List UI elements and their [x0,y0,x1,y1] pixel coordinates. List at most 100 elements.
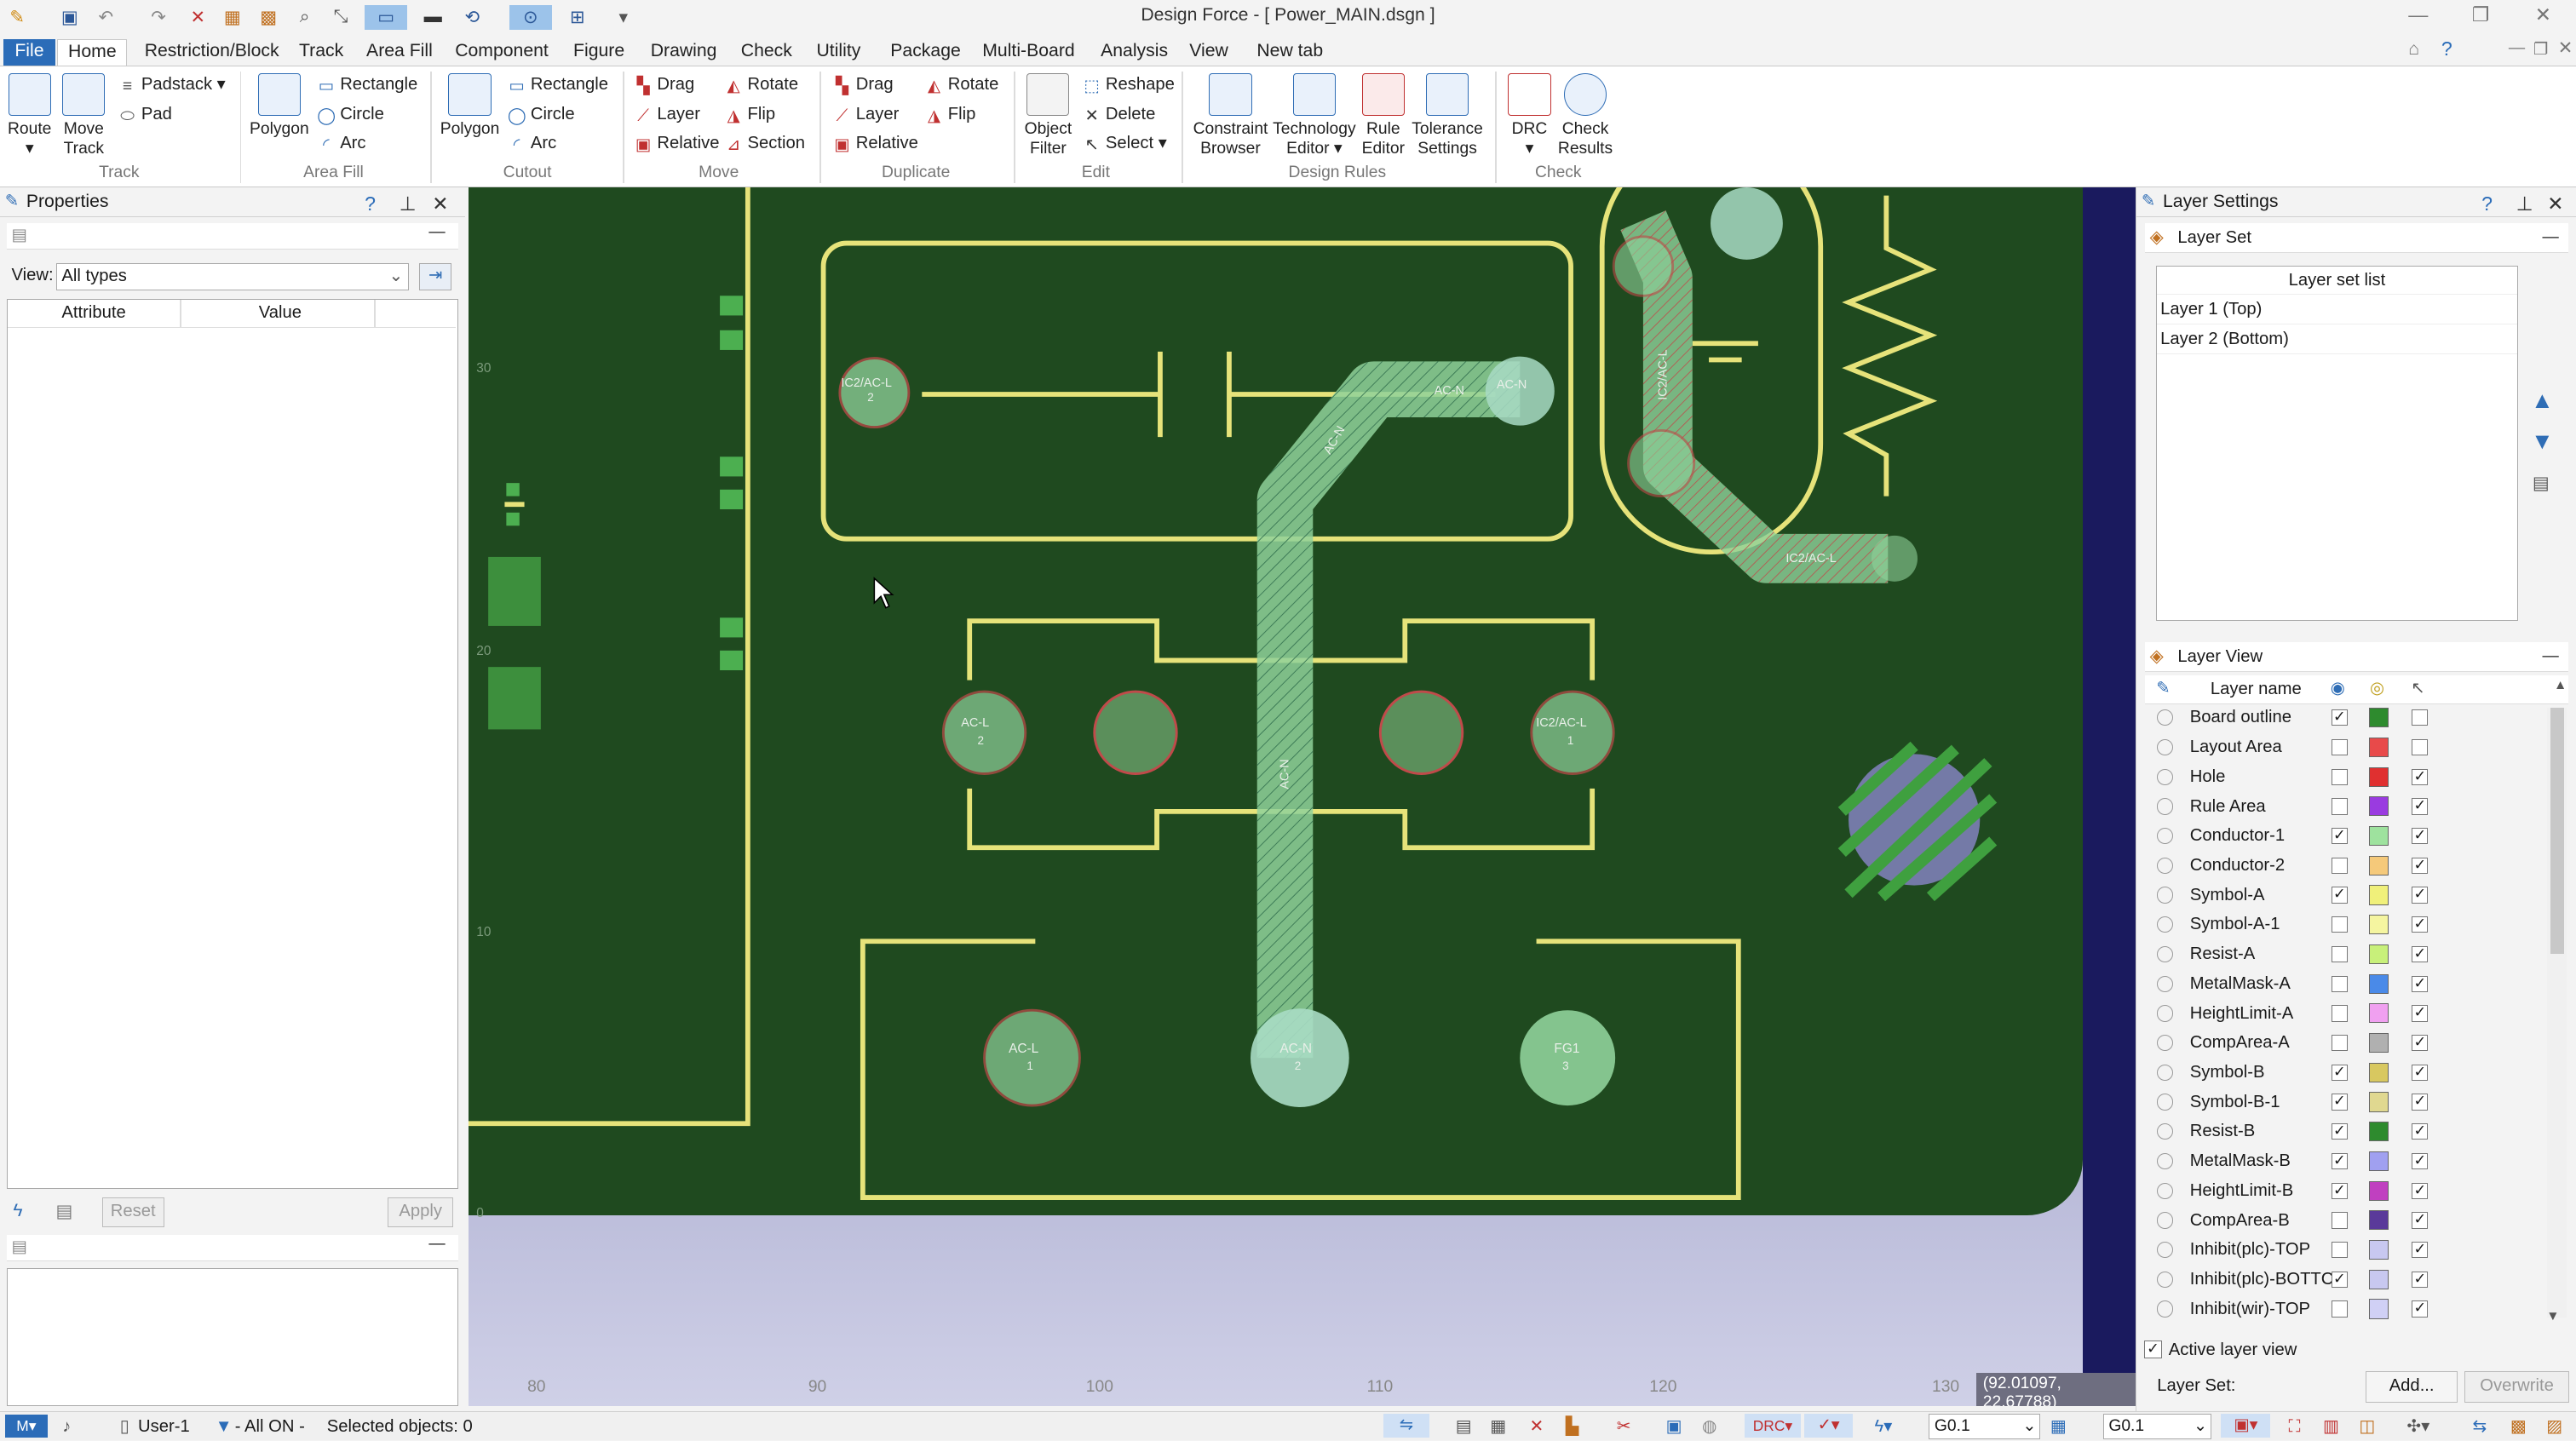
active-layer-radio[interactable] [2157,738,2174,756]
layer-visibility-checkbox[interactable]: ✓ [2331,1271,2348,1288]
layer-selectable-checkbox[interactable]: ✓ [2412,1182,2429,1199]
drc-button[interactable]: DRC▾ [1504,72,1556,158]
layer-visibility-checkbox[interactable]: ✓ [2331,1152,2348,1170]
layer-row[interactable]: Resist-B✓✓ [2146,1117,2550,1146]
layer-pin-icon[interactable]: ⊥ [2516,192,2533,215]
customize-icon[interactable]: ▾ [618,7,629,27]
layer-visibility-checkbox[interactable] [2331,1005,2348,1022]
tab-track[interactable]: Track [298,41,344,61]
status-tool-icon[interactable]: ▦ [1490,1416,1507,1436]
view-mode-icon[interactable]: ▣▾ [2221,1413,2271,1438]
zoom-area-icon[interactable]: ▩ [260,7,278,27]
undo-icon[interactable]: ↶ [98,7,114,27]
tab-component[interactable]: Component [455,41,549,61]
area-fill-polygon-button[interactable]: Polygon [246,72,312,139]
layer-color-swatch[interactable] [2368,737,2389,758]
object-filter-button[interactable]: Object Filter [1021,72,1077,158]
delete-button[interactable]: ✕Delete [1083,101,1155,128]
pan-icon[interactable]: ⤡ [333,7,348,27]
move-layer-button[interactable]: ⟋Layer [634,101,700,128]
active-layer-radio[interactable] [2157,975,2174,992]
layer-row[interactable]: Symbol-A✓✓ [2146,881,2550,910]
check-status-icon[interactable]: ✓▾ [1803,1413,1854,1438]
mode-indicator-icon[interactable]: M▾ [4,1415,48,1438]
active-layer-radio[interactable] [2157,1182,2174,1199]
layer-visibility-checkbox[interactable] [2331,916,2348,933]
move-flip-button[interactable]: ◮Flip [724,101,775,128]
layer-set-item[interactable]: Layer 1 (Top) [2157,295,2517,324]
layer-visibility-checkbox[interactable]: ✓ [2331,1094,2348,1111]
lightning-status-icon[interactable]: ϟ▾ [1874,1416,1893,1436]
second-panel-minimize-icon[interactable]: — [428,1235,446,1254]
tab-new-tab[interactable]: New tab [1256,41,1324,61]
view-type-select[interactable]: All types ⌄ [55,262,410,291]
layer-color-swatch[interactable] [2368,1240,2389,1260]
layer-set-item[interactable]: Layer 2 (Bottom) [2157,324,2517,354]
layer-visibility-checkbox[interactable] [2331,768,2348,785]
properties-toolbar-icon[interactable]: ▤ [11,227,27,245]
pcb-canvas[interactable]: 30 20 10 0 [468,187,2136,1406]
status-tool-icon[interactable]: ◍ [1701,1416,1717,1436]
layer-color-swatch[interactable] [2368,1269,2389,1289]
move-track-button[interactable]: Move Track [57,72,110,158]
area-fill-rectangle-button[interactable]: ▭Rectangle [318,74,418,95]
layer-color-swatch[interactable] [2368,796,2389,817]
reset-button[interactable]: Reset [101,1197,164,1227]
layer-visibility-checkbox[interactable] [2331,1212,2348,1229]
scroll-up-icon[interactable]: ▲ [2553,678,2567,693]
active-layer-radio[interactable] [2157,798,2174,815]
status-tool-icon[interactable]: ⇆ [2472,1416,2487,1436]
snap-mode-icon[interactable]: ⇋ [1383,1413,1429,1438]
status-tool-icon[interactable]: ▣ [1665,1416,1682,1436]
reshape-button[interactable]: ⬚Reshape [1084,74,1175,95]
layer-color-swatch[interactable] [2368,973,2389,994]
status-tool-icon[interactable]: ▤ [1455,1416,1472,1436]
layer-color-swatch[interactable] [2368,766,2389,787]
tab-drawing[interactable]: Drawing [650,41,717,61]
layer-row[interactable]: Board outline✓ [2146,703,2550,732]
layer-view-minimize-icon[interactable]: — [2542,647,2559,666]
properties-help-icon[interactable]: ? [365,192,377,215]
cutout-rectangle-button[interactable]: ▭Rectangle [509,74,609,95]
fit-icon[interactable]: ▦ [223,7,241,27]
active-layer-radio[interactable] [2157,887,2174,904]
layer-row[interactable]: Symbol-A-1✓ [2146,910,2550,939]
area-fill-circle-button[interactable]: ◯Circle [317,104,384,125]
cutout-circle-button[interactable]: ◯Circle [507,104,575,125]
layer-color-swatch[interactable] [2368,1122,2389,1142]
minimize-icon[interactable]: — [2408,3,2429,26]
layer-visibility-checkbox[interactable]: ✓ [2331,1122,2348,1140]
filter-icon[interactable]: ▼ [215,1416,233,1436]
layer-color-swatch[interactable] [2368,1180,2389,1201]
layer-color-swatch[interactable] [2368,855,2389,876]
active-layer-radio[interactable] [2157,709,2174,726]
layer-color-swatch[interactable] [2368,1210,2389,1231]
tab-figure[interactable]: Figure [573,41,625,61]
edit-pencil-icon[interactable]: ✎ [2156,680,2171,698]
layer-row[interactable]: MetalMask-B✓✓ [2146,1146,2550,1176]
layer-row[interactable]: Conductor-1✓✓ [2146,821,2550,851]
layer-selectable-checkbox[interactable]: ✓ [2412,1094,2429,1111]
layer-row[interactable]: Hole✓ [2146,762,2550,792]
line-icon[interactable]: ▬ [423,7,442,27]
active-layer-view-checkbox[interactable]: ✓ [2143,1340,2162,1358]
visibility-icon[interactable]: ◉ [2330,680,2345,698]
grid-icon[interactable]: ⊞ [569,7,585,27]
layer-color-swatch[interactable] [2368,915,2389,935]
layer-selectable-checkbox[interactable]: ✓ [2412,857,2429,874]
active-layer-radio[interactable] [2157,857,2174,874]
snap-icon[interactable]: ⊙ [509,4,552,30]
properties-close-icon[interactable]: ✕ [432,192,449,215]
layer-selectable-checkbox[interactable]: ✓ [2412,768,2429,785]
scrollbar-thumb[interactable] [2550,708,2564,955]
layer-visibility-checkbox[interactable]: ✓ [2331,709,2348,726]
layer-view-scrollbar[interactable] [2547,708,2567,1318]
route-button[interactable]: Route▾ [7,72,53,158]
layer-close-icon[interactable]: ✕ [2547,192,2564,215]
status-tool-icon[interactable]: ✕ [1529,1416,1544,1436]
doc-minimize-icon[interactable]: — [2508,39,2526,58]
status-tool-icon[interactable]: ✣▾ [2406,1416,2430,1436]
active-layer-radio[interactable] [2157,1212,2174,1229]
layer-row[interactable]: Inhibit(plc)-BOTTC✓✓ [2146,1265,2550,1295]
layer-color-swatch[interactable] [2368,1299,2389,1319]
